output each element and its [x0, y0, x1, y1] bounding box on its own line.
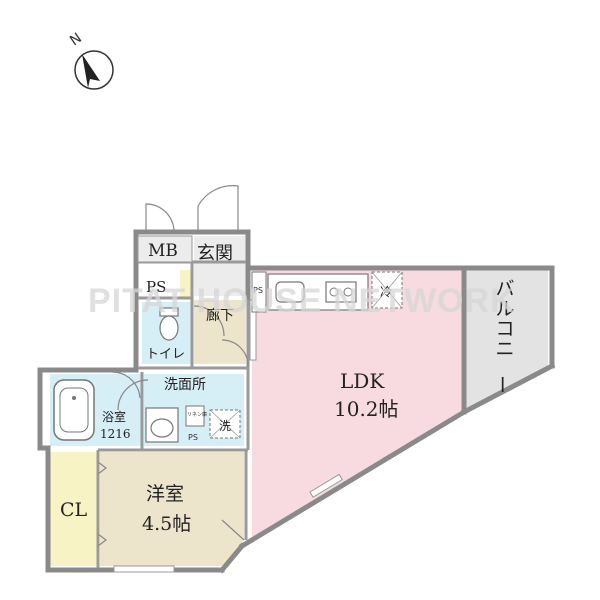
ldk-room	[252, 270, 462, 538]
windows	[113, 299, 343, 573]
inner-walls	[96, 260, 250, 568]
closet-label: CL	[60, 499, 88, 521]
balcony-area	[466, 270, 548, 410]
entrance-label: 玄関	[197, 243, 233, 264]
ps-top-label: PS	[146, 278, 166, 296]
fridge-label: 冷	[380, 285, 392, 299]
hallway-label: 廊下	[206, 307, 234, 324]
washroom-label: 洗面所	[164, 377, 206, 393]
mb-box	[137, 235, 193, 263]
washer-icon	[209, 409, 241, 439]
ps-wash-label: PS	[188, 433, 198, 442]
bath-size-label: 1216	[100, 427, 131, 441]
western-room	[100, 452, 244, 566]
washer-label: 洗	[219, 419, 231, 433]
ps-small-box	[180, 270, 192, 298]
kitchen-counter	[251, 271, 369, 313]
wash-basin-icon	[145, 407, 179, 443]
ldk-label: LDK	[340, 369, 385, 393]
balcony-label: バルコニー	[490, 278, 514, 394]
western-label: 洋室	[146, 483, 184, 505]
compass-north-label: N	[67, 30, 85, 49]
door-swings	[97, 185, 249, 547]
compass-needle-icon	[82, 54, 100, 88]
linen-box	[185, 405, 205, 427]
ldk-size-label: 10.2帖	[334, 397, 399, 421]
toilet-label: トイレ	[146, 347, 185, 362]
bathtub-icon	[53, 379, 95, 441]
ps-kitchen-label: PS	[253, 286, 263, 295]
toilet-icon	[159, 307, 179, 341]
bath-label: 浴室	[102, 409, 126, 424]
closet-area	[50, 452, 98, 566]
compass: N	[67, 30, 114, 90]
mb-label: MB	[148, 241, 178, 261]
linen-label: リネン庫	[187, 411, 207, 418]
balcony-text: バルコニー	[490, 278, 514, 394]
compass-circle	[74, 50, 114, 90]
hallway-area	[194, 300, 246, 364]
western-size-label: 4.5帖	[142, 513, 191, 535]
watermark: PITAT HOUSE NETWORK	[88, 282, 516, 320]
entrance-area	[194, 236, 246, 296]
fridge-icon	[371, 271, 403, 309]
